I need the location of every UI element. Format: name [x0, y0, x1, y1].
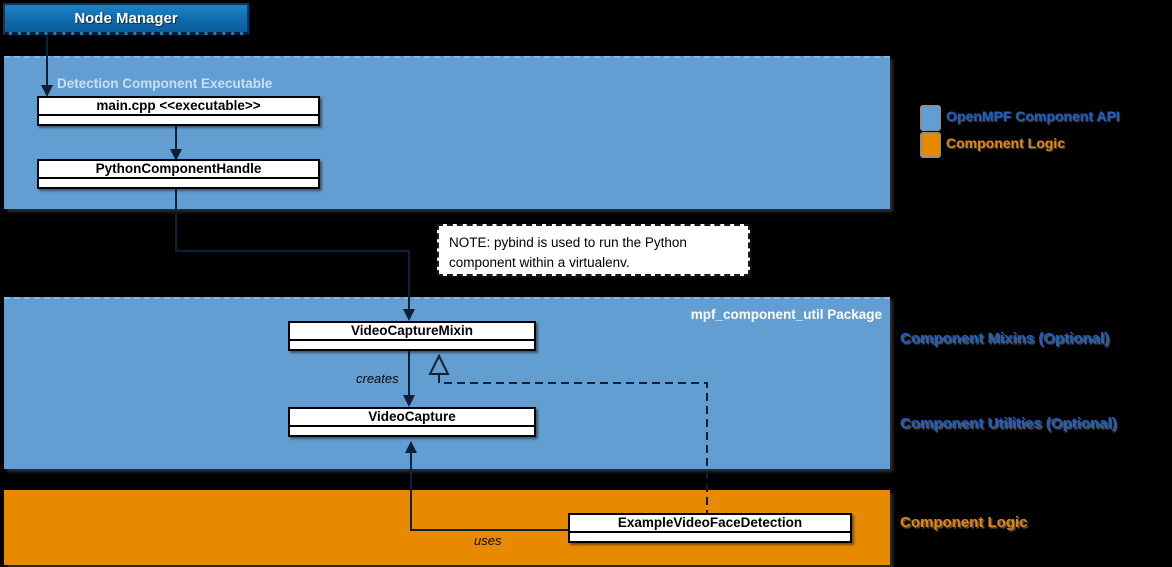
legend-label-logic: Component Logic [946, 135, 1065, 151]
class-python-component-handle: PythonComponentHandle [37, 159, 320, 189]
node-manager-label: Node Manager [74, 10, 178, 27]
class-main-cpp-body [39, 116, 318, 124]
class-main-cpp: main.cpp <<executable>> [37, 96, 320, 126]
section-title-detection-executable: Detection Component Executable [57, 76, 273, 91]
side-label-component-mixins: Component Mixins (Optional) [900, 330, 1110, 347]
class-video-capture-mixin: VideoCaptureMixin [288, 321, 536, 351]
class-video-capture-body [290, 427, 534, 435]
class-example-video-face-detection-name: ExampleVideoFaceDetection [570, 515, 850, 533]
class-example-video-face-detection: ExampleVideoFaceDetection [568, 513, 852, 543]
class-example-video-face-detection-body [570, 533, 850, 541]
uses-label: uses [474, 533, 502, 548]
class-main-cpp-name: main.cpp <<executable>> [39, 98, 318, 116]
class-video-capture-mixin-name: VideoCaptureMixin [290, 323, 534, 341]
node-manager-box: Node Manager [3, 3, 249, 35]
note-text-line1: NOTE: pybind is used to run the Python [449, 235, 687, 250]
package-title-mpf-component-util: mpf_component_util Package [690, 307, 882, 322]
note-text-line2: component within a virtualenv. [449, 255, 630, 270]
class-video-capture-name: VideoCapture [290, 409, 534, 427]
legend-swatch-api [920, 105, 941, 131]
creates-label: creates [356, 371, 399, 386]
class-video-capture-mixin-body [290, 341, 534, 349]
legend-swatch-logic [920, 132, 941, 158]
legend-label-api: OpenMPF Component API [946, 108, 1120, 124]
side-label-component-utilities: Component Utilities (Optional) [900, 415, 1117, 432]
class-python-component-handle-name: PythonComponentHandle [39, 161, 318, 179]
side-label-component-logic: Component Logic [900, 514, 1028, 531]
class-video-capture: VideoCapture [288, 407, 536, 437]
class-python-component-handle-body [39, 179, 318, 187]
note-box: NOTE: pybind is used to run the Python c… [437, 224, 750, 276]
